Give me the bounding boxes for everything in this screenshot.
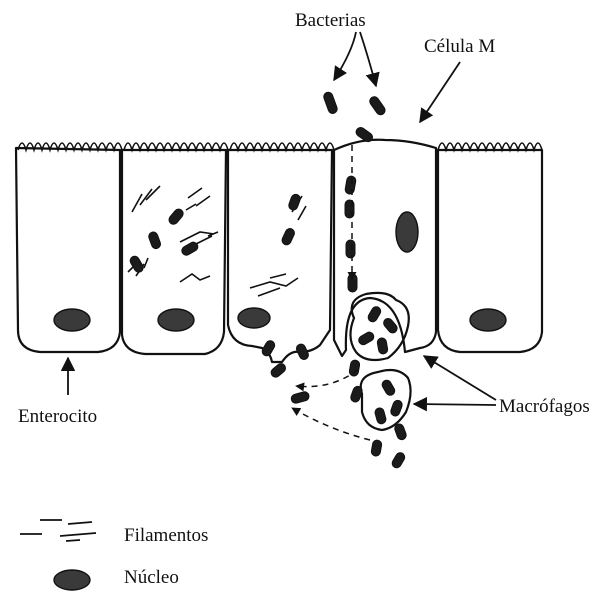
bacterium (129, 255, 145, 274)
bacterium (390, 399, 404, 417)
bacterium (371, 439, 383, 456)
arrow-macrofagos-1 (424, 356, 496, 400)
epithelium (16, 140, 542, 362)
bacterium (374, 407, 387, 425)
bacterium (357, 331, 375, 347)
bacteria (129, 91, 408, 469)
bacterium (367, 305, 383, 323)
arrow-bacterias-2 (360, 32, 376, 86)
bacterium (391, 451, 407, 469)
bacterium (148, 231, 162, 250)
nucleus-3 (238, 308, 270, 328)
bacterium (167, 207, 185, 226)
nucleus-legend-icon (54, 570, 90, 590)
arrow-bacterias-1 (334, 32, 356, 80)
nucleus-1 (54, 309, 90, 331)
bacterium (290, 391, 310, 404)
nucleus-5 (470, 309, 506, 331)
bacterium (269, 362, 287, 379)
bacterium (344, 175, 356, 194)
bacterium (381, 379, 397, 397)
bacterium (348, 274, 357, 292)
bacterium (346, 240, 355, 258)
legend-filamentos: Filamentos (124, 525, 208, 546)
enterocyte-cell-3 (228, 150, 332, 362)
label-enterocito: Enterocito (18, 406, 97, 427)
bacterium (349, 359, 361, 376)
bacterium (368, 95, 387, 117)
nucleus-m-cell (396, 212, 418, 252)
bacterium (322, 91, 338, 115)
label-macrofagos: Macrófagos (499, 396, 590, 417)
filaments-cell-3 (250, 196, 306, 296)
label-celula-m: Célula M (424, 36, 495, 57)
bacterium (180, 241, 199, 257)
legend: Filamentos Núcleo (20, 520, 208, 590)
arrow-celula-m (420, 62, 460, 122)
bacterium (377, 337, 389, 354)
arrow-macrofagos-2 (414, 404, 496, 405)
bacterium (295, 343, 310, 361)
label-bacterias: Bacterias (295, 10, 366, 31)
nucleus-2 (158, 309, 194, 331)
filaments-legend-icon (20, 520, 96, 541)
bacterium (261, 339, 277, 357)
bacterium (281, 227, 296, 246)
label-arrows (68, 32, 496, 405)
bacterium (288, 193, 302, 211)
legend-nucleo: Núcleo (124, 567, 179, 588)
bacterium (394, 423, 408, 441)
